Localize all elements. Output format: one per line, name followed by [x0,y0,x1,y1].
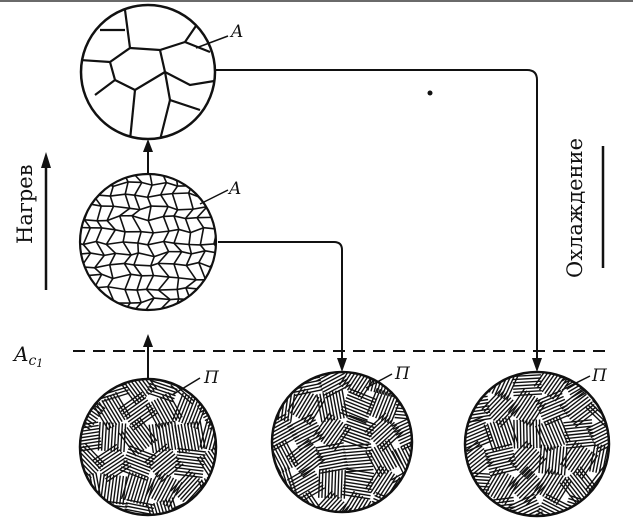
pearlite-right-circle [463,370,611,518]
stray-dot [427,90,433,96]
connector-coarse-austenite-cooling [216,69,538,360]
ac1-label: Ac1 [12,342,43,370]
pearlite-right-label: П [591,366,608,386]
pearlite-middle-circle [270,370,414,514]
pearlite-middle-label: П [394,364,411,384]
fine-austenite-circle [78,172,229,312]
cooling-label: Охлаждение [563,138,587,278]
connector-fine-austenite-cooling [218,241,343,360]
heating-arrow-head [41,152,51,168]
pearlite-left-label: П [203,368,220,388]
coarse-austenite-circle [79,3,229,141]
fine-austenite-label: A [227,179,241,199]
coarse-austenite-label: A [229,22,243,42]
pearlite-left-circle [78,377,218,517]
heating-label: Нагрев [13,164,37,244]
